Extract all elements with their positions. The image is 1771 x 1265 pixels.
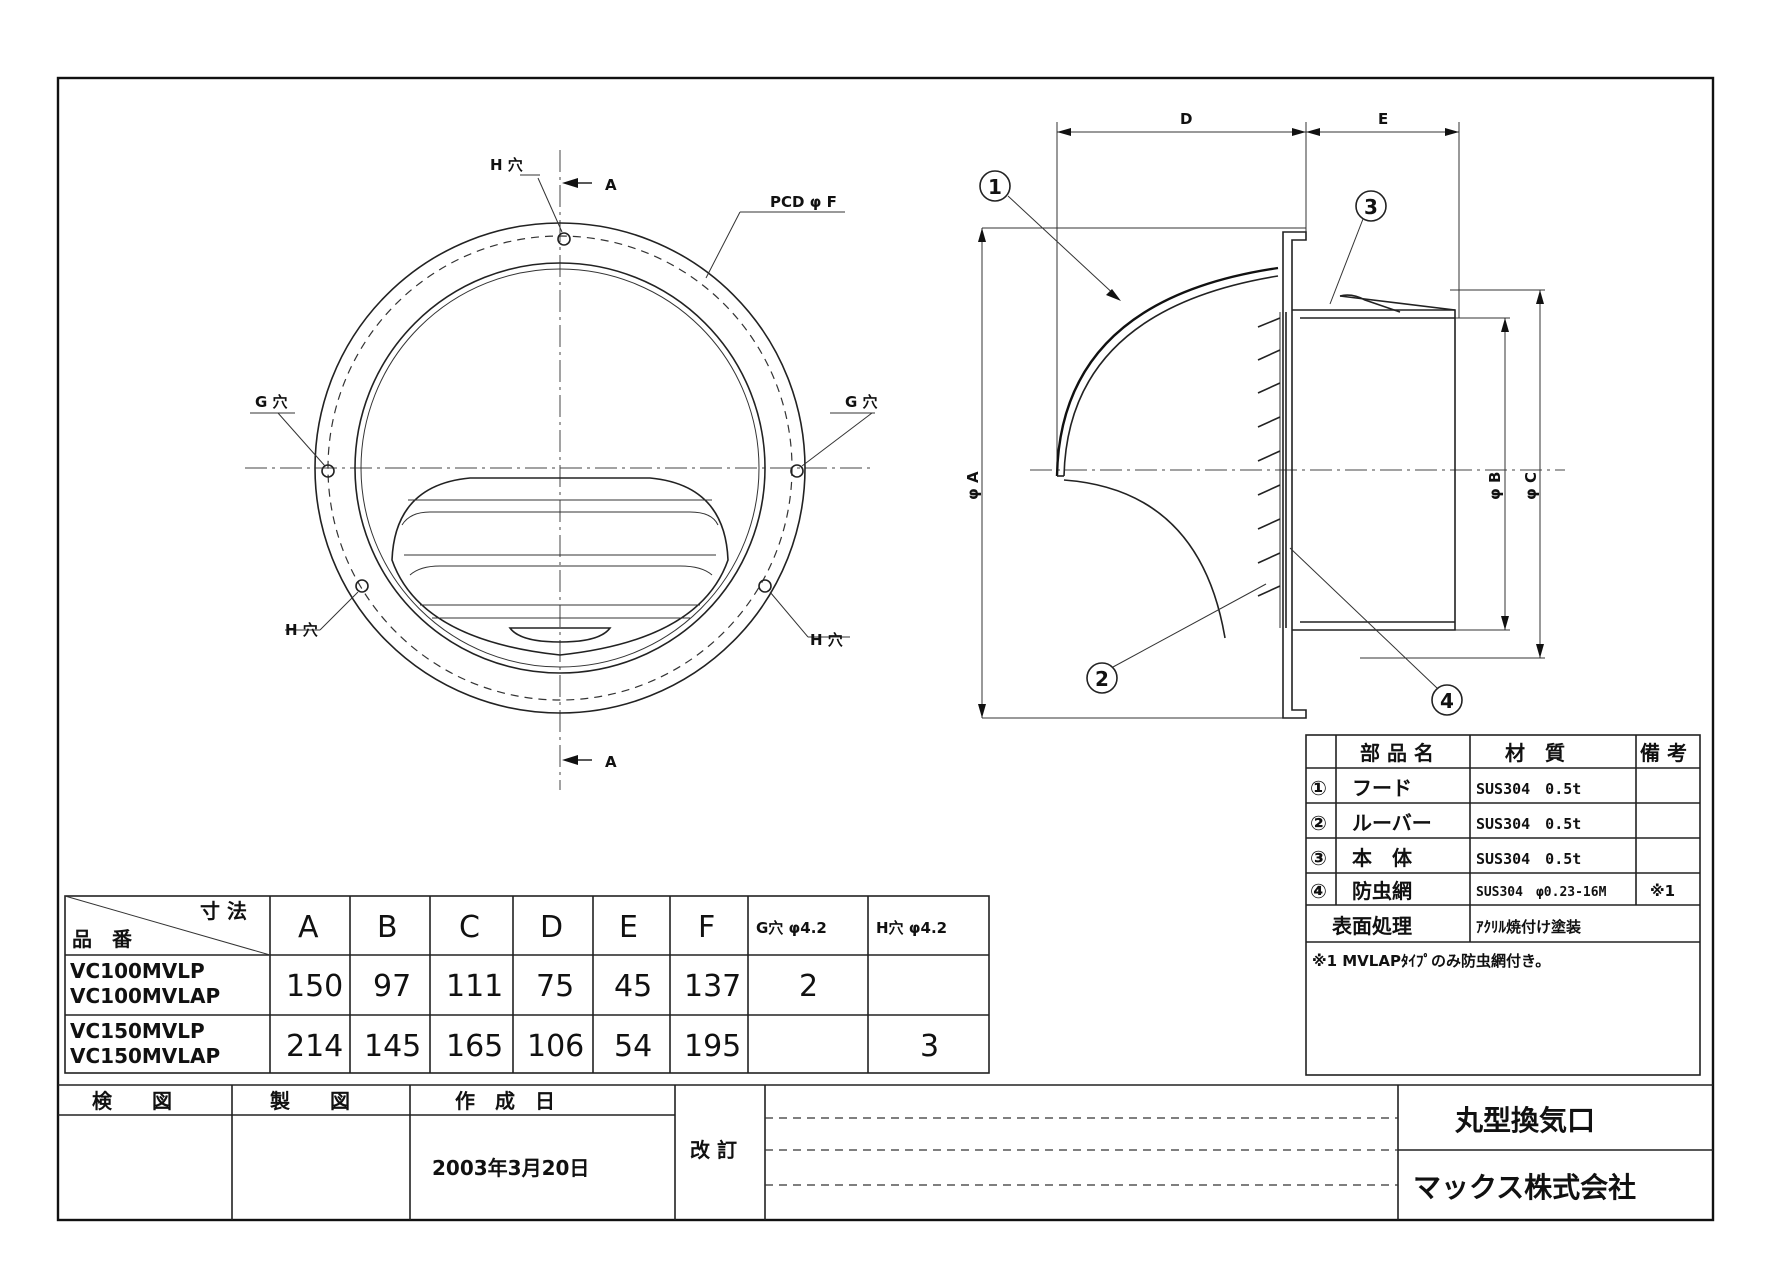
dim-d: D — [1180, 110, 1192, 128]
company-name: マックス株式会社 — [1413, 1171, 1636, 1204]
section-mark-bottom: A — [605, 753, 617, 771]
dim-phi-c: φ C — [1522, 472, 1540, 500]
callout-3-circle — [1355, 190, 1387, 222]
dim-cell: 2 — [799, 969, 818, 1004]
revision-label: 改 訂 — [690, 1138, 737, 1162]
h-hole-top — [557, 232, 571, 246]
callout-1: 1 — [988, 175, 1002, 199]
parts-header-material: 材 質 — [1505, 741, 1565, 765]
dim-cell: 97 — [373, 969, 411, 1004]
h-hole-right — [758, 579, 772, 593]
surface-value: ｱｸﾘﾙ焼付け塗装 — [1476, 918, 1582, 936]
dim-phi-a: φ A — [964, 471, 982, 500]
dim-cell: 54 — [614, 1029, 652, 1064]
louver-opening — [391, 477, 729, 656]
parts-row-material: SUS304 0.5t — [1476, 780, 1581, 798]
h-hole-left — [355, 579, 369, 593]
dim-col-e: E — [619, 910, 638, 945]
parts-row-no: ③ — [1310, 846, 1327, 870]
parts-row-no: ② — [1310, 811, 1327, 835]
product-title: 丸型換気口 — [1454, 1104, 1595, 1137]
h-hole-left-label: H 穴 — [285, 621, 318, 639]
flange — [1282, 231, 1307, 719]
louver-fins — [1257, 317, 1281, 597]
parts-row-material: SUS304 0.5t — [1476, 850, 1581, 868]
parts-row-name: 本 体 — [1352, 846, 1413, 870]
dim-corner-top: 寸 法 — [200, 899, 247, 923]
parts-row-name: 防虫網 — [1352, 879, 1412, 903]
dim-corner-bottom: 品 番 — [72, 927, 133, 951]
parts-row-name: フード — [1352, 776, 1412, 800]
callout-2-circle — [1086, 662, 1118, 694]
dim-cell: 195 — [684, 1029, 741, 1064]
hood-circle — [354, 262, 766, 674]
parts-header-name: 部 品 名 — [1360, 741, 1434, 765]
dim-cell: 45 — [614, 969, 652, 1004]
g-hole-right — [790, 464, 804, 478]
g-hole-left — [321, 464, 335, 478]
parts-row-no: ① — [1310, 776, 1327, 800]
drawn-label: 製 図 — [270, 1089, 350, 1113]
dim-col-c: C — [459, 910, 480, 945]
dim-col-h-hole: H穴 φ4.2 — [876, 919, 947, 937]
dim-col-g-hole: G穴 φ4.2 — [756, 919, 827, 937]
dim-cell: 145 — [364, 1029, 421, 1064]
callout-1-circle — [979, 170, 1011, 202]
dim-row-model: VC150MVLP — [70, 1019, 205, 1043]
surface-label: 表面処理 — [1332, 914, 1412, 938]
dim-phi-b: φ B — [1486, 472, 1504, 500]
parts-row-note: ※1 — [1650, 882, 1675, 900]
dim-e: E — [1378, 110, 1388, 128]
date-value: 2003年3月20日 — [432, 1156, 589, 1180]
parts-footnote: ※1 MVLAPﾀｲﾌﾟのみ防虫網付き。 — [1312, 952, 1550, 970]
dim-col-f: F — [698, 910, 715, 945]
dim-row-model: VC100MVLAP — [70, 984, 220, 1008]
callout-2: 2 — [1095, 667, 1109, 691]
h-hole-top-label: H 穴 — [490, 156, 523, 174]
hood — [1055, 266, 1279, 477]
side-view: D E φ A φ B φ C — [964, 110, 1565, 719]
flange-outer — [314, 222, 806, 714]
dim-cell: 150 — [286, 969, 343, 1004]
dim-col-b: B — [377, 910, 398, 945]
dim-row-model: VC100MVLP — [70, 959, 205, 983]
dim-cell: 111 — [446, 969, 503, 1004]
dim-row-model: VC150MVLAP — [70, 1044, 220, 1068]
dim-cell: 3 — [920, 1029, 939, 1064]
parts-header-note: 備 考 — [1640, 741, 1687, 765]
dim-cell: 75 — [536, 969, 574, 1004]
section-mark-top: A — [605, 176, 617, 194]
parts-row-material: SUS304 0.5t — [1476, 815, 1581, 833]
dim-cell: 137 — [684, 969, 741, 1004]
front-view: H 穴 A PCD φ F G 穴 G 穴 H 穴 H 穴 A — [245, 150, 878, 790]
callout-3: 3 — [1364, 195, 1378, 219]
parts-row-name: ルーバー — [1352, 811, 1432, 835]
date-label: 作 成 日 — [455, 1089, 555, 1113]
dim-col-d: D — [540, 910, 563, 945]
check-label: 検 図 — [92, 1089, 172, 1113]
sheet-border — [56, 76, 1715, 1222]
body-spigot — [1292, 309, 1456, 631]
h-hole-right-label: H 穴 — [810, 631, 843, 649]
callout-4-circle — [1431, 684, 1463, 716]
title-block: 検 図 製 図 作 成 日 2003年3月20日 改 訂 丸型換気口 マックス株… — [58, 1084, 1713, 1220]
dim-cell: 106 — [527, 1029, 584, 1064]
parts-row-material: SUS304 φ0.23-16M — [1476, 885, 1607, 900]
g-hole-right-label: G 穴 — [845, 393, 878, 411]
parts-row-no: ④ — [1310, 879, 1327, 903]
parts-table: 部 品 名 材 質 備 考 ① フード SUS304 0.5t ② ルーバー S… — [1305, 734, 1701, 1076]
dim-cell: 214 — [286, 1029, 343, 1064]
pcd-label: PCD φ F — [770, 193, 837, 211]
callout-4: 4 — [1440, 689, 1454, 713]
g-hole-left-label: G 穴 — [255, 393, 288, 411]
dim-cell: 165 — [446, 1029, 503, 1064]
dimension-table: 寸 法 品 番 A B C D E F G穴 φ4.2 H穴 φ4.2 VC10… — [64, 895, 990, 1074]
louver-slot — [508, 627, 612, 643]
dim-col-a: A — [298, 910, 319, 945]
